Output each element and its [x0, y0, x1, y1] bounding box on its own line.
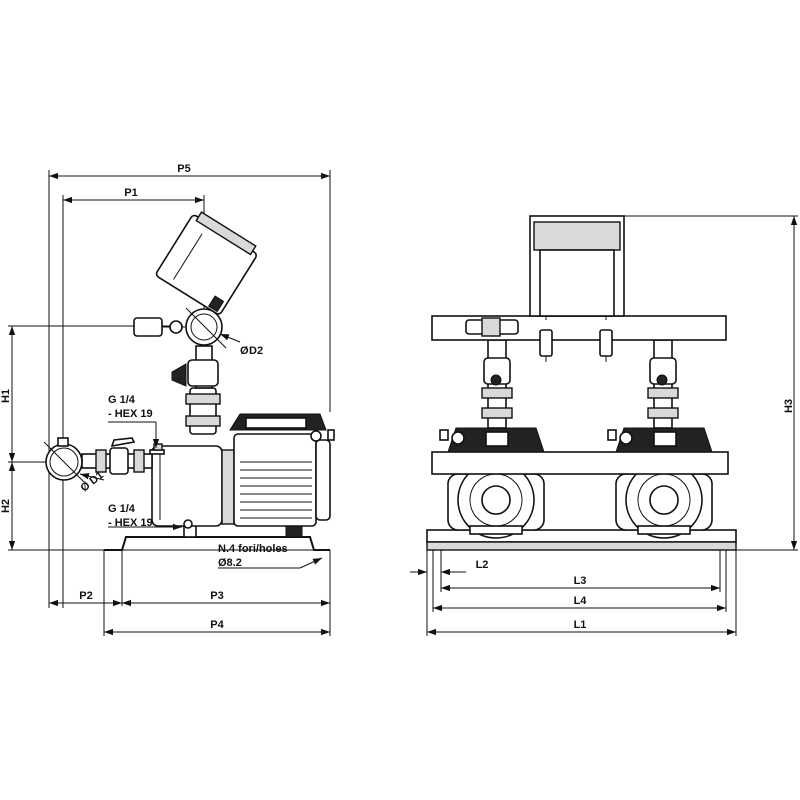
side-dimension-lines	[8, 172, 330, 636]
note-upper-port-line1: G 1/4	[108, 394, 136, 406]
motor-fins	[240, 461, 312, 519]
dim-p1-label: P1	[124, 187, 137, 199]
side-extension-lines	[8, 170, 331, 636]
dim-p5-label: P5	[177, 163, 190, 175]
dim-p4-label: P4	[210, 619, 224, 631]
dim-h1-label: H1	[0, 389, 12, 403]
dim-d2-label: D2	[249, 345, 263, 357]
note-lower-port-line2: - HEX 19	[108, 517, 153, 529]
note-holes-line2: Ø8.2	[218, 557, 242, 569]
dim-p2-label: P2	[79, 590, 92, 602]
dim-l3-label: L3	[574, 575, 587, 587]
front-pressure-vessel	[529, 215, 625, 317]
dim-l4-label: L4	[574, 595, 588, 607]
dim-l2-label: L2	[476, 559, 489, 571]
front-pump-left	[447, 461, 545, 539]
front-riser-right	[647, 339, 679, 429]
side-pump	[151, 413, 335, 529]
front-pump-right	[615, 461, 713, 539]
front-cross-beam	[431, 451, 729, 475]
note-holes-line1: N.4 fori/holes	[218, 543, 288, 555]
front-controller-left	[439, 427, 545, 453]
side-view: P5 P1 P2 P3 P4 H1 H2	[0, 163, 335, 636]
dim-h2-label: H2	[0, 499, 12, 513]
note-lower-port-line1: G 1/4	[108, 503, 136, 515]
pressure-vessel	[155, 211, 257, 315]
dim-p3-label: P3	[210, 590, 223, 602]
front-view: H3 L2 L3 L4 L1	[410, 215, 798, 636]
dim-l1-label: L1	[574, 619, 587, 631]
note-upper-port-line2: - HEX 19	[108, 408, 153, 420]
front-dimension-lines	[410, 216, 798, 636]
side-callouts: G 1/4 - HEX 19 G 1/4 - HEX 19 N.4 fori/h…	[78, 333, 323, 569]
front-controller-right	[607, 427, 713, 453]
front-riser-left	[481, 339, 513, 429]
dim-h3-label: H3	[783, 399, 795, 413]
side-suction-line	[43, 437, 165, 483]
side-discharge-line	[133, 307, 227, 435]
dim-d2-prefix: Ø	[240, 345, 249, 357]
